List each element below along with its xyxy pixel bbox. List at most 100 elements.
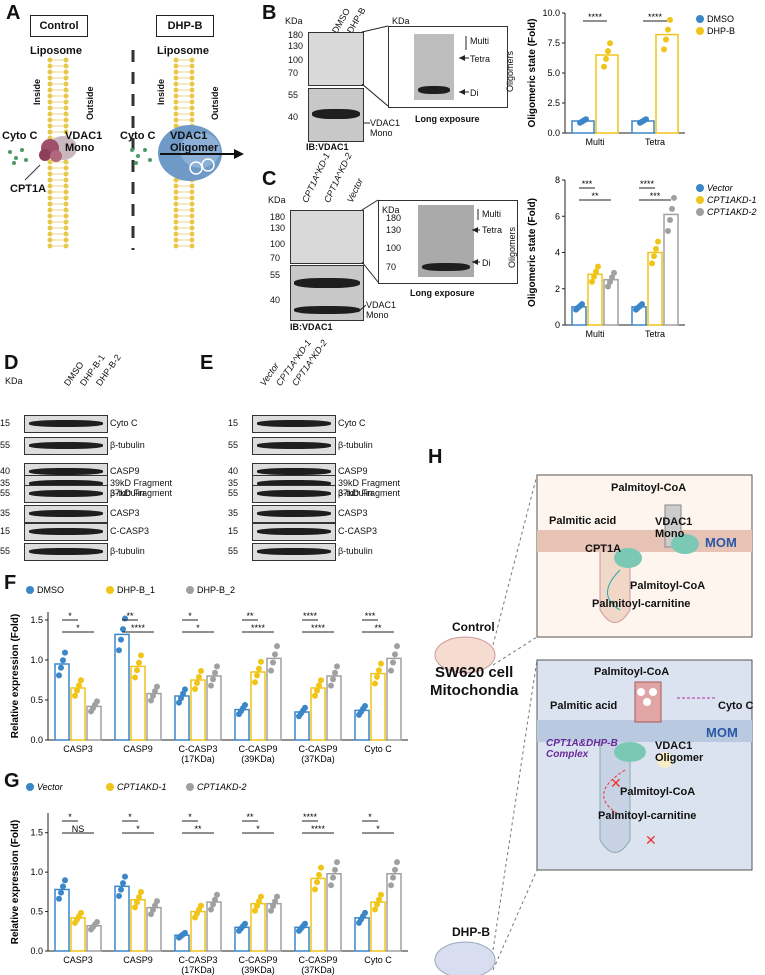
- y-tick-label: 0.0: [547, 128, 560, 138]
- x-tick-label: CASP9: [123, 955, 153, 965]
- bar: [266, 657, 282, 741]
- data-point: [316, 682, 322, 689]
- y-tick-label: 1.0: [30, 867, 43, 877]
- vdac1-oligomer-label-a: VDAC1 Oligomer: [170, 130, 219, 154]
- panel-a-letter: A: [6, 2, 21, 24]
- h-control-label: Control: [452, 620, 495, 634]
- data-point: [376, 896, 382, 903]
- c-vdac1-mono: VDAC1 Mono: [366, 300, 397, 320]
- data-point: [134, 899, 140, 906]
- data-point: [154, 898, 160, 905]
- h-bot-palmitic: Palmitic acid: [550, 700, 618, 712]
- x-tick-label: (37KDa): [301, 754, 335, 764]
- e-blot-strip: [252, 505, 336, 523]
- c-di: Di: [482, 258, 491, 268]
- sig-label: *: [368, 812, 372, 822]
- data-point: [72, 692, 78, 699]
- data-point: [330, 874, 336, 881]
- d-row-label: β-tubulin: [110, 546, 145, 556]
- sig-label: ****: [588, 12, 603, 22]
- x-tick-label: Multi: [585, 329, 604, 339]
- h-top-palmitoylcoa: Palmitoyl-CoA: [630, 580, 706, 592]
- data-point: [611, 269, 617, 276]
- c-marker: 180: [270, 212, 286, 222]
- data-point: [671, 194, 677, 201]
- data-point: [136, 894, 142, 901]
- e-marker: 15: [228, 526, 239, 536]
- sig-label: ****: [311, 824, 326, 834]
- legend-marker: [186, 586, 194, 594]
- data-point: [374, 901, 380, 908]
- b-marker: 180: [288, 30, 304, 40]
- data-point: [667, 16, 673, 23]
- data-point: [639, 301, 645, 308]
- e-blot-strip: [252, 415, 336, 433]
- panel-h-letter: H: [428, 446, 443, 468]
- data-point: [328, 682, 334, 689]
- data-point: [332, 866, 338, 873]
- legend-marker: [186, 783, 194, 791]
- d-marker: 55: [0, 546, 11, 556]
- data-point: [62, 649, 68, 656]
- data-point: [120, 880, 126, 887]
- data-point: [56, 895, 62, 902]
- e-marker: 55: [228, 546, 239, 556]
- data-point: [62, 877, 68, 884]
- c-kda-exp: KDa: [382, 205, 400, 215]
- data-point: [378, 660, 384, 667]
- y-tick-label: 0.0: [30, 946, 43, 956]
- h-bot-vdac1: VDAC1 Oligomer: [655, 740, 704, 764]
- data-point: [252, 679, 258, 686]
- y-tick-label: 7.5: [547, 38, 560, 48]
- data-point: [312, 692, 318, 699]
- data-point: [653, 245, 659, 252]
- data-point: [651, 253, 657, 260]
- legend-marker: [696, 184, 704, 192]
- sig-label: ****: [303, 812, 318, 822]
- b-ib: IB:VDAC1: [306, 142, 349, 152]
- data-point: [60, 657, 66, 664]
- liposome-label-control: Liposome: [30, 45, 82, 57]
- bar: [663, 213, 679, 326]
- x-tick-label: C-CASP9: [238, 744, 277, 754]
- y-tick-label: 1.5: [30, 615, 43, 625]
- data-point: [388, 667, 394, 674]
- data-point: [390, 874, 396, 881]
- legend-label: CPT1AKD-2: [707, 207, 757, 217]
- sig-label: ****: [131, 623, 146, 633]
- data-point: [392, 866, 398, 873]
- d-marker: 15: [0, 418, 11, 428]
- data-point: [372, 680, 378, 687]
- svg-text:✕: ✕: [645, 832, 657, 848]
- data-point: [268, 667, 274, 674]
- data-point: [138, 652, 144, 659]
- e-row-label: CASP9: [338, 466, 368, 476]
- sig-label: ***: [365, 611, 376, 621]
- legend-label: Vector: [37, 782, 64, 792]
- legend-label: CPT1AKD-1: [117, 782, 167, 792]
- bar: [114, 885, 130, 952]
- h-bot-palmitoylcoa-top: Palmitoyl-CoA: [594, 666, 670, 678]
- data-point: [667, 216, 673, 223]
- data-point: [78, 677, 84, 684]
- x-tick-label: Cyto C: [364, 955, 392, 965]
- bar: [130, 665, 146, 741]
- data-point: [374, 673, 380, 680]
- c-connectors: [357, 199, 480, 313]
- data-point: [607, 278, 613, 285]
- bar: [595, 54, 619, 134]
- data-point: [56, 672, 62, 679]
- data-point: [579, 301, 585, 308]
- b-kda: KDa: [285, 16, 303, 26]
- data-point: [214, 663, 220, 670]
- data-point: [334, 859, 340, 866]
- h-top-palmitoylcoa-top: Palmitoyl-CoA: [611, 482, 687, 494]
- legend-label: DMSO: [707, 14, 734, 24]
- bar: [647, 251, 663, 326]
- e-row-label: Cyto C: [338, 418, 366, 428]
- h-bot-cytoc: Cyto C: [718, 700, 754, 712]
- data-point: [272, 651, 278, 658]
- data-point: [198, 668, 204, 674]
